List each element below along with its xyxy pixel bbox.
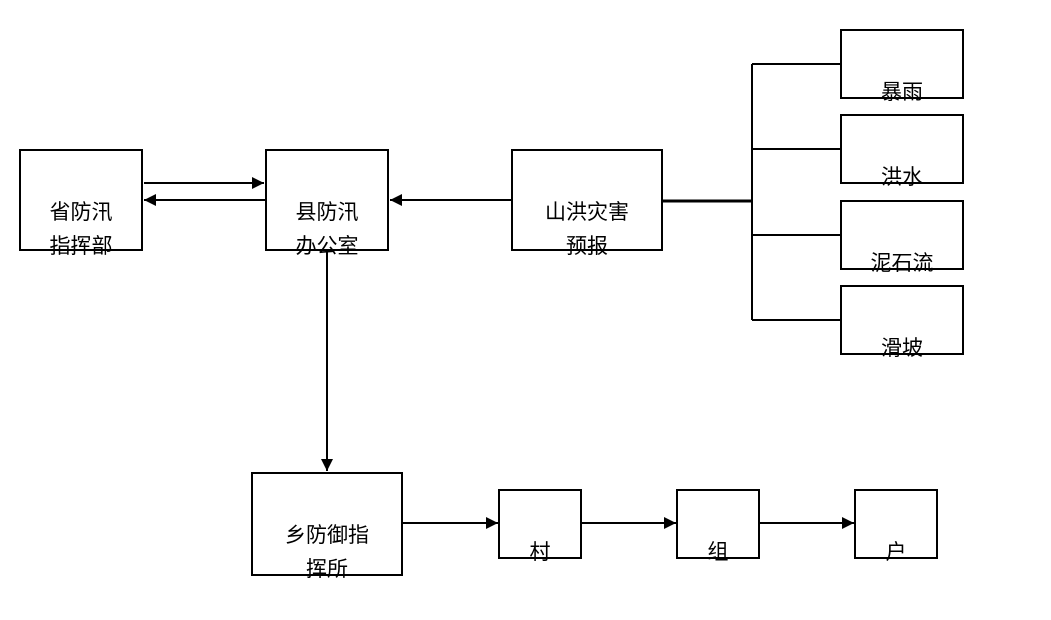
forecast-box: 山洪灾害 预报 [511, 149, 663, 258]
province-command-box: 省防汛 指挥部 [19, 149, 143, 258]
county-office-label: 县防汛 办公室 [295, 200, 359, 258]
village-label: 村 [529, 540, 551, 564]
village-box: 村 [498, 489, 582, 564]
township-command-label: 乡防御指 挥所 [285, 523, 369, 581]
debris-flow-label: 泥石流 [870, 251, 934, 275]
group-box: 组 [676, 489, 760, 564]
debris-flow-box: 泥石流 [840, 200, 964, 275]
rainstorm-label: 暴雨 [881, 80, 923, 104]
group-label: 组 [707, 540, 729, 564]
flood-box: 洪水 [840, 114, 964, 189]
rainstorm-box: 暴雨 [840, 29, 964, 104]
household-label: 户 [885, 540, 907, 564]
landslide-box: 滑坡 [840, 285, 964, 360]
forecast-label: 山洪灾害 预报 [545, 200, 629, 258]
flood-warning-flow-diagram [144, 63, 854, 529]
township-command-box: 乡防御指 挥所 [251, 472, 403, 581]
household-box: 户 [854, 489, 938, 564]
landslide-label: 滑坡 [881, 336, 923, 360]
flood-label: 洪水 [881, 165, 923, 189]
county-office-box: 县防汛 办公室 [265, 149, 389, 258]
province-command-label: 省防汛 指挥部 [49, 200, 113, 258]
